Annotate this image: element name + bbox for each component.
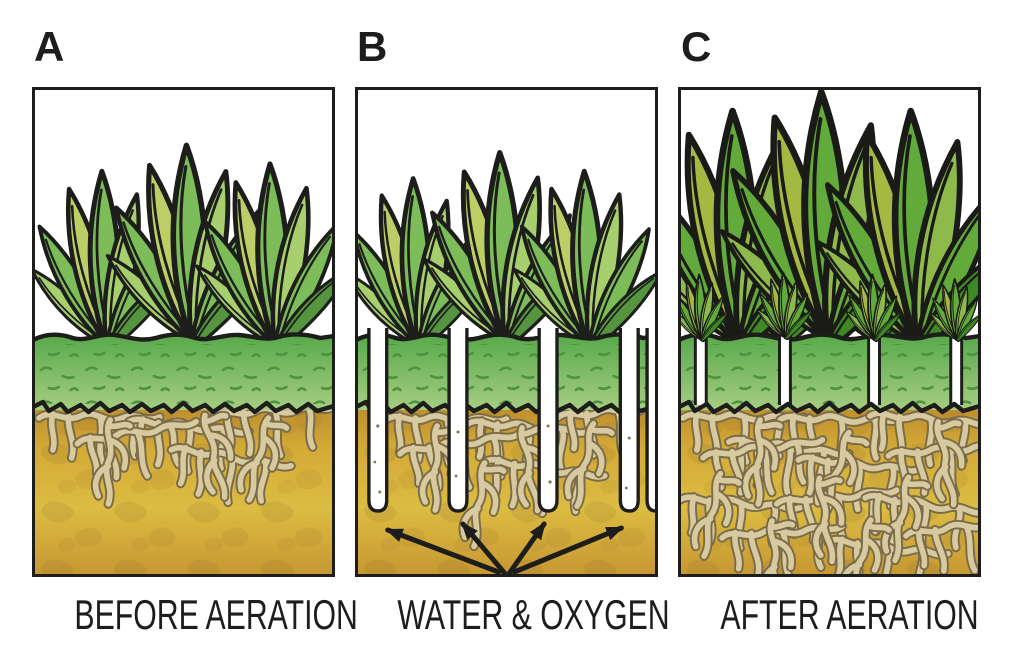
turf-layer xyxy=(358,334,655,412)
grass-plants xyxy=(35,145,332,354)
panel-before-aeration xyxy=(32,87,335,577)
panel-label-b: B xyxy=(357,23,388,70)
water-oxygen-arrows xyxy=(384,521,625,574)
panel-label-a: A xyxy=(34,23,65,70)
turf-layer xyxy=(681,334,978,410)
caption-before-aeration: BEFORE AERATION xyxy=(74,591,358,638)
panel-water-oxygen xyxy=(355,87,658,577)
caption-water-oxygen: WATER & OXYGEN xyxy=(397,591,670,638)
panel-after-aeration xyxy=(678,87,981,577)
after-aeration-illustration xyxy=(681,90,978,574)
hole-specks xyxy=(373,424,631,494)
grass-plants xyxy=(358,152,655,353)
turf-layer xyxy=(35,334,332,412)
before-aeration-illustration xyxy=(35,90,332,574)
caption-after-aeration: AFTER AERATION xyxy=(720,591,979,638)
panel-label-c: C xyxy=(681,23,712,70)
water-oxygen-illustration xyxy=(358,90,655,574)
